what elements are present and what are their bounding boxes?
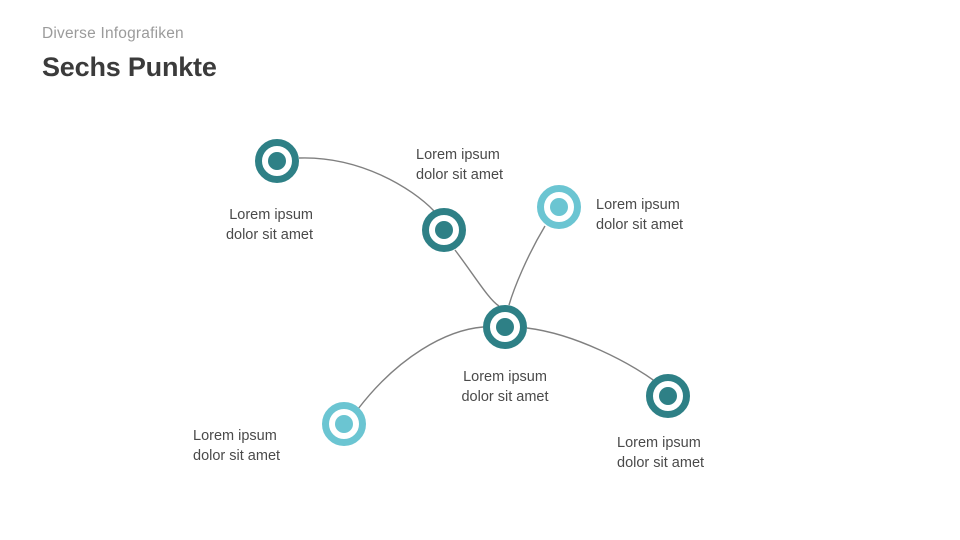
node-1-dot — [268, 152, 286, 170]
node-3-label: Lorem ipsum dolor sit amet — [596, 196, 683, 235]
node-5-label: Lorem ipsum dolor sit amet — [193, 427, 280, 466]
node-1-label-line2: dolor sit amet — [225, 226, 313, 243]
node-3-label-line2: dolor sit amet — [596, 216, 684, 233]
node-4-dot — [496, 318, 514, 336]
node-5-dot — [335, 415, 353, 433]
node-6-dot — [659, 387, 677, 405]
slide-kicker: Diverse Infografiken — [42, 25, 184, 42]
node-2-label: Lorem ipsum dolor sit amet — [416, 146, 503, 185]
node-2[interactable] — [422, 208, 466, 252]
node-1[interactable] — [255, 139, 299, 183]
node-3-label-line1: Lorem ipsum — [596, 197, 680, 213]
node-6-label: Lorem ipsum dolor sit amet — [617, 434, 704, 473]
node-2-dot — [435, 221, 453, 239]
node-3[interactable] — [537, 185, 581, 229]
node-5[interactable] — [322, 402, 366, 446]
page-title: Sechs Punkte — [42, 52, 217, 82]
connector-node3-hub — [508, 225, 546, 306]
node-4-hub[interactable] — [483, 305, 527, 349]
node-4-label: Lorem ipsum dolor sit amet — [435, 368, 575, 407]
node-4-label-line1: Lorem ipsum — [463, 369, 547, 385]
node-5-label-line1: Lorem ipsum — [193, 428, 277, 444]
connector-node1-node2 — [298, 157, 435, 212]
node-5-label-line2: dolor sit amet — [193, 447, 281, 464]
node-6-label-line2: dolor sit amet — [617, 454, 705, 471]
node-1-label: Lorem ipsum dolor sit amet — [0, 206, 313, 245]
node-6-label-line1: Lorem ipsum — [617, 435, 701, 451]
node-4-label-line2: dolor sit amet — [461, 388, 549, 405]
node-1-label-line1: Lorem ipsum — [229, 207, 313, 223]
node-2-label-line1: Lorem ipsum — [416, 147, 500, 163]
node-6[interactable] — [646, 374, 690, 418]
node-3-dot — [550, 198, 568, 216]
connector-node2-hub — [454, 249, 500, 307]
node-2-label-line2: dolor sit amet — [416, 166, 504, 183]
